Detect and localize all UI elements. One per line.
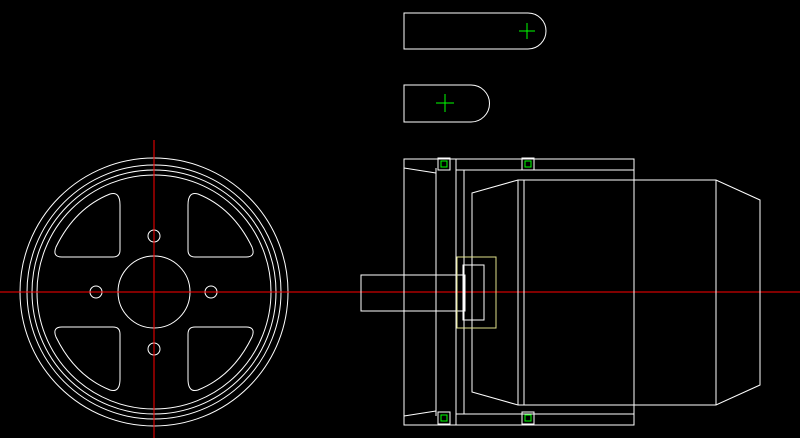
retaining-clip-bottom-right	[521, 411, 535, 425]
slot-profile-bottom	[403, 84, 490, 123]
side-view	[360, 157, 761, 426]
window-bottom-right	[187, 326, 254, 391]
shaft-collar-outer	[456, 256, 497, 329]
window-top-left	[54, 193, 121, 258]
retaining-clip-bottom-left	[437, 411, 451, 425]
window-top-right	[187, 193, 254, 258]
front-view	[19, 140, 289, 438]
retaining-clip-top-right	[521, 157, 535, 171]
shaft	[360, 274, 466, 312]
rotor-bell	[471, 179, 761, 406]
slot-profile-top	[403, 12, 547, 50]
retaining-clip-top-left	[437, 157, 451, 171]
window-bottom-left	[54, 326, 121, 391]
shaft-collar-inner	[462, 264, 485, 321]
